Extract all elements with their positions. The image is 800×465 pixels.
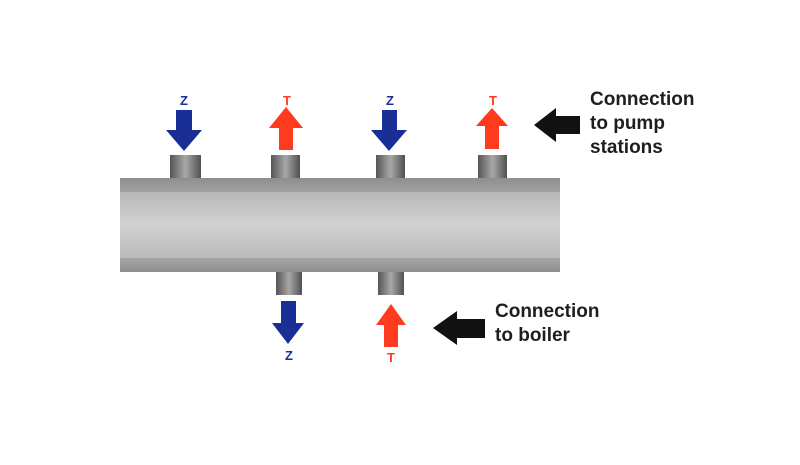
note-line: to boiler [495,325,570,346]
return-arrow-down-icon [166,110,202,151]
port-label-t: T [387,350,395,365]
boiler-note: Connection to boiler [495,300,600,348]
pointer-arrow-icon [433,311,485,345]
return-arrow-down-icon [272,301,304,344]
port-label-t: T [283,93,291,108]
note-line: stations [590,137,663,158]
port-label-z: Z [180,93,188,108]
port-label-t: T [489,93,497,108]
supply-arrow-up-icon [269,107,303,150]
supply-arrow-up-icon [476,108,508,149]
manifold-body [120,178,560,272]
pump-stations-note: Connection to pump stations [590,88,695,160]
bottom-fittings [276,270,404,295]
return-arrow-down-icon [371,110,407,151]
top-fittings [170,155,507,179]
port-label-z: Z [285,348,293,363]
pointer-arrow-icon [534,108,580,142]
port-label-z: Z [386,93,394,108]
note-line: Connection [495,301,600,322]
note-line: Connection [590,89,695,110]
note-line: to pump [590,113,665,134]
supply-arrow-up-icon [376,304,406,347]
